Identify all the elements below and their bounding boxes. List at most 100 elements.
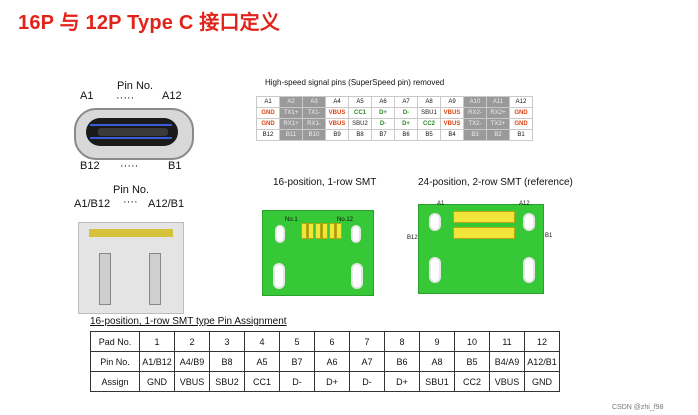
smt-pad [301,223,307,239]
label-a1: A1 [80,90,94,102]
pin-signal: TX1+ [279,107,303,119]
pin-signal: RX2- [463,107,487,119]
pad-cell: 4 [244,331,280,352]
pin-number: A3 [302,96,326,108]
pin-number: A2 [279,96,303,108]
dots-side: ···· [123,196,138,208]
smt16-no12: No.12 [337,217,354,223]
pin-cell: A1/B12 [139,351,175,372]
pin-number: A6 [371,96,395,108]
assign-cell: D- [279,371,315,392]
smt-pad [336,223,342,239]
pin-number: A9 [440,96,464,108]
pin-signal: SBU2 [348,118,372,130]
smt24-a12: A12 [519,201,530,207]
pin-number: B6 [394,129,418,141]
mount-slot [351,263,363,289]
pin-number: B2 [486,129,510,141]
pin-cell: B4/A9 [489,351,525,372]
smt-pad [322,223,328,239]
pin-number: B11 [279,129,303,141]
footer-watermark: CSDN @zhi_f98 [612,404,664,411]
label-a12-b1: A12/B1 [148,198,185,210]
pin-number: A8 [417,96,441,108]
assign-cell: CC1 [244,371,280,392]
pin-number: B1 [509,129,533,141]
pin-cell: A12/B1 [524,351,560,372]
pin-signal: CC2 [417,118,441,130]
assign-cell: VBUS [174,371,210,392]
pin-no-label-top: Pin No. [117,80,154,92]
pin-signal: D+ [394,118,418,130]
pad-cell: 9 [419,331,455,352]
pin-cell: B5 [454,351,490,372]
smt-pad-row-a [453,211,515,223]
pin-cell: B8 [209,351,245,372]
pad-cell: 5 [279,331,315,352]
assign-cell: GND [139,371,175,392]
row-header: Pin No. [90,351,140,372]
smt24-footprint: A1 A12 B12 B1 [407,201,552,294]
assignment-title: 16-position, 1-row SMT type Pin Assignme… [90,316,287,327]
pad-cell: 11 [489,331,525,352]
pin-signal: GND [256,118,280,130]
pin-number: A5 [348,96,372,108]
smt24-a1: A1 [437,201,445,207]
pin-number: A1 [256,96,280,108]
pin-signal: TX2- [463,118,487,130]
pin-number: B10 [302,129,326,141]
smt16-no1: No.1 [285,217,298,223]
mount-slot [273,263,285,289]
label-b1: B1 [168,160,182,172]
pin-signal: VBUS [440,118,464,130]
page-title: 16P 与 12P Type C 接口定义 [18,12,281,34]
pin-cell: A6 [314,351,350,372]
pin-cell: A8 [419,351,455,372]
row-header: Assign [90,371,140,392]
pin-signal: GND [256,107,280,119]
assign-cell: GND [524,371,560,392]
mount-slot [523,257,535,283]
smt24-b12: B12 [407,235,418,241]
pin-number: B4 [440,129,464,141]
connector-side-image [78,222,184,314]
pin-number: A11 [486,96,510,108]
pad-cell: 7 [349,331,385,352]
label-a12: A12 [162,90,182,102]
label-b12: B12 [80,160,100,172]
smt-pad [315,223,321,239]
pin-signal: GND [509,118,533,130]
pin-cell: B6 [384,351,420,372]
dots-top: ····· [116,92,135,104]
pin-no-label-bottom: Pin No. [113,184,150,196]
smt16-title: 16-position, 1-row SMT [273,177,377,188]
highspeed-caption: High-speed signal pins (SuperSpeed pin) … [265,78,445,87]
pin-number: B7 [371,129,395,141]
pin-cell: A5 [244,351,280,372]
assign-cell: D+ [384,371,420,392]
pin-cell: B7 [279,351,315,372]
pin-cell: A4/B9 [174,351,210,372]
assign-cell: SBU2 [209,371,245,392]
pad-cell: 1 [139,331,175,352]
pin-signal: D+ [371,107,395,119]
smt-pad [329,223,335,239]
label-a1-b12: A1/B12 [74,198,111,210]
smt24-title: 24-position, 2-row SMT (reference) [418,177,573,188]
mount-slot [275,225,285,243]
pin-signal: CC1 [348,107,372,119]
smt-pad-row-b [453,227,515,239]
pin-number: A7 [394,96,418,108]
pin-number: B12 [256,129,280,141]
pin-cell: A7 [349,351,385,372]
smt24-b1: B1 [545,233,553,239]
pin-signal: VBUS [440,107,464,119]
mount-slot [351,225,361,243]
highspeed-pin-map: A1 A2 A3 A4 A5 A6 A7 A8 A9 A10 A11 A12 G… [256,96,533,141]
pin-signal: GND [509,107,533,119]
pad-cell: 6 [314,331,350,352]
mount-slot [429,213,441,231]
pad-cell: 12 [524,331,560,352]
assign-cell: CC2 [454,371,490,392]
assign-cell: VBUS [489,371,525,392]
